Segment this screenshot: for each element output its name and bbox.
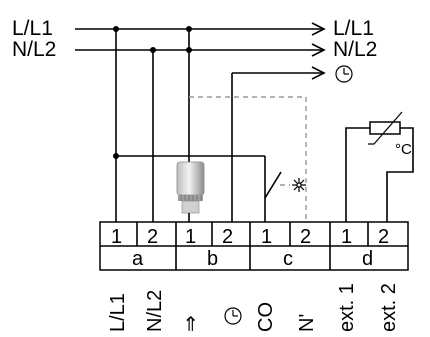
terminal-label-b1: ⇒ <box>180 315 202 332</box>
thermistor-unit: °C <box>395 141 412 158</box>
pin-c2: 2 <box>300 226 311 248</box>
arrow-l1 <box>311 22 326 36</box>
clock-icon <box>224 307 242 325</box>
terminal-label-a1: L/L1 <box>107 293 129 332</box>
snowflake-icon <box>292 178 306 192</box>
terminal-label-d2: ext. 2 <box>378 283 400 332</box>
arrow-clock <box>311 66 326 80</box>
terminal-label-c1: CO <box>255 302 277 332</box>
wire-ext1 <box>345 127 370 222</box>
dashed-n-prime <box>189 96 307 222</box>
supply-label-n2-right: N/L2 <box>333 38 377 61</box>
pin-a2: 2 <box>147 226 158 248</box>
pin-b2: 2 <box>222 226 233 248</box>
pin-a1: 1 <box>111 226 122 248</box>
terminal-label-d1: ext. 1 <box>336 283 358 332</box>
switch-blade <box>264 171 282 199</box>
group-c: c <box>283 248 293 270</box>
terminal-block <box>99 221 409 271</box>
supply-label-l1-right: L/L1 <box>333 17 374 40</box>
group-a: a <box>132 248 144 270</box>
terminal-label-a2: N/L2 <box>144 290 166 332</box>
pin-d1: 1 <box>341 226 352 248</box>
actuator-valve-icon <box>176 161 205 214</box>
group-b: b <box>207 248 218 270</box>
pin-c1: 1 <box>261 226 272 248</box>
variable-resistor-icon <box>368 111 403 145</box>
clock-icon <box>335 65 353 83</box>
terminal-label-c2: N' <box>296 314 318 332</box>
supply-label-l1-left: L/L1 <box>12 17 53 40</box>
group-d: d <box>362 248 373 270</box>
wire-ext2 <box>386 127 414 222</box>
pin-d2: 2 <box>378 226 389 248</box>
arrow-n2 <box>311 43 326 57</box>
pin-b1: 1 <box>185 226 196 248</box>
supply-label-n2-left: N/L2 <box>12 38 56 61</box>
